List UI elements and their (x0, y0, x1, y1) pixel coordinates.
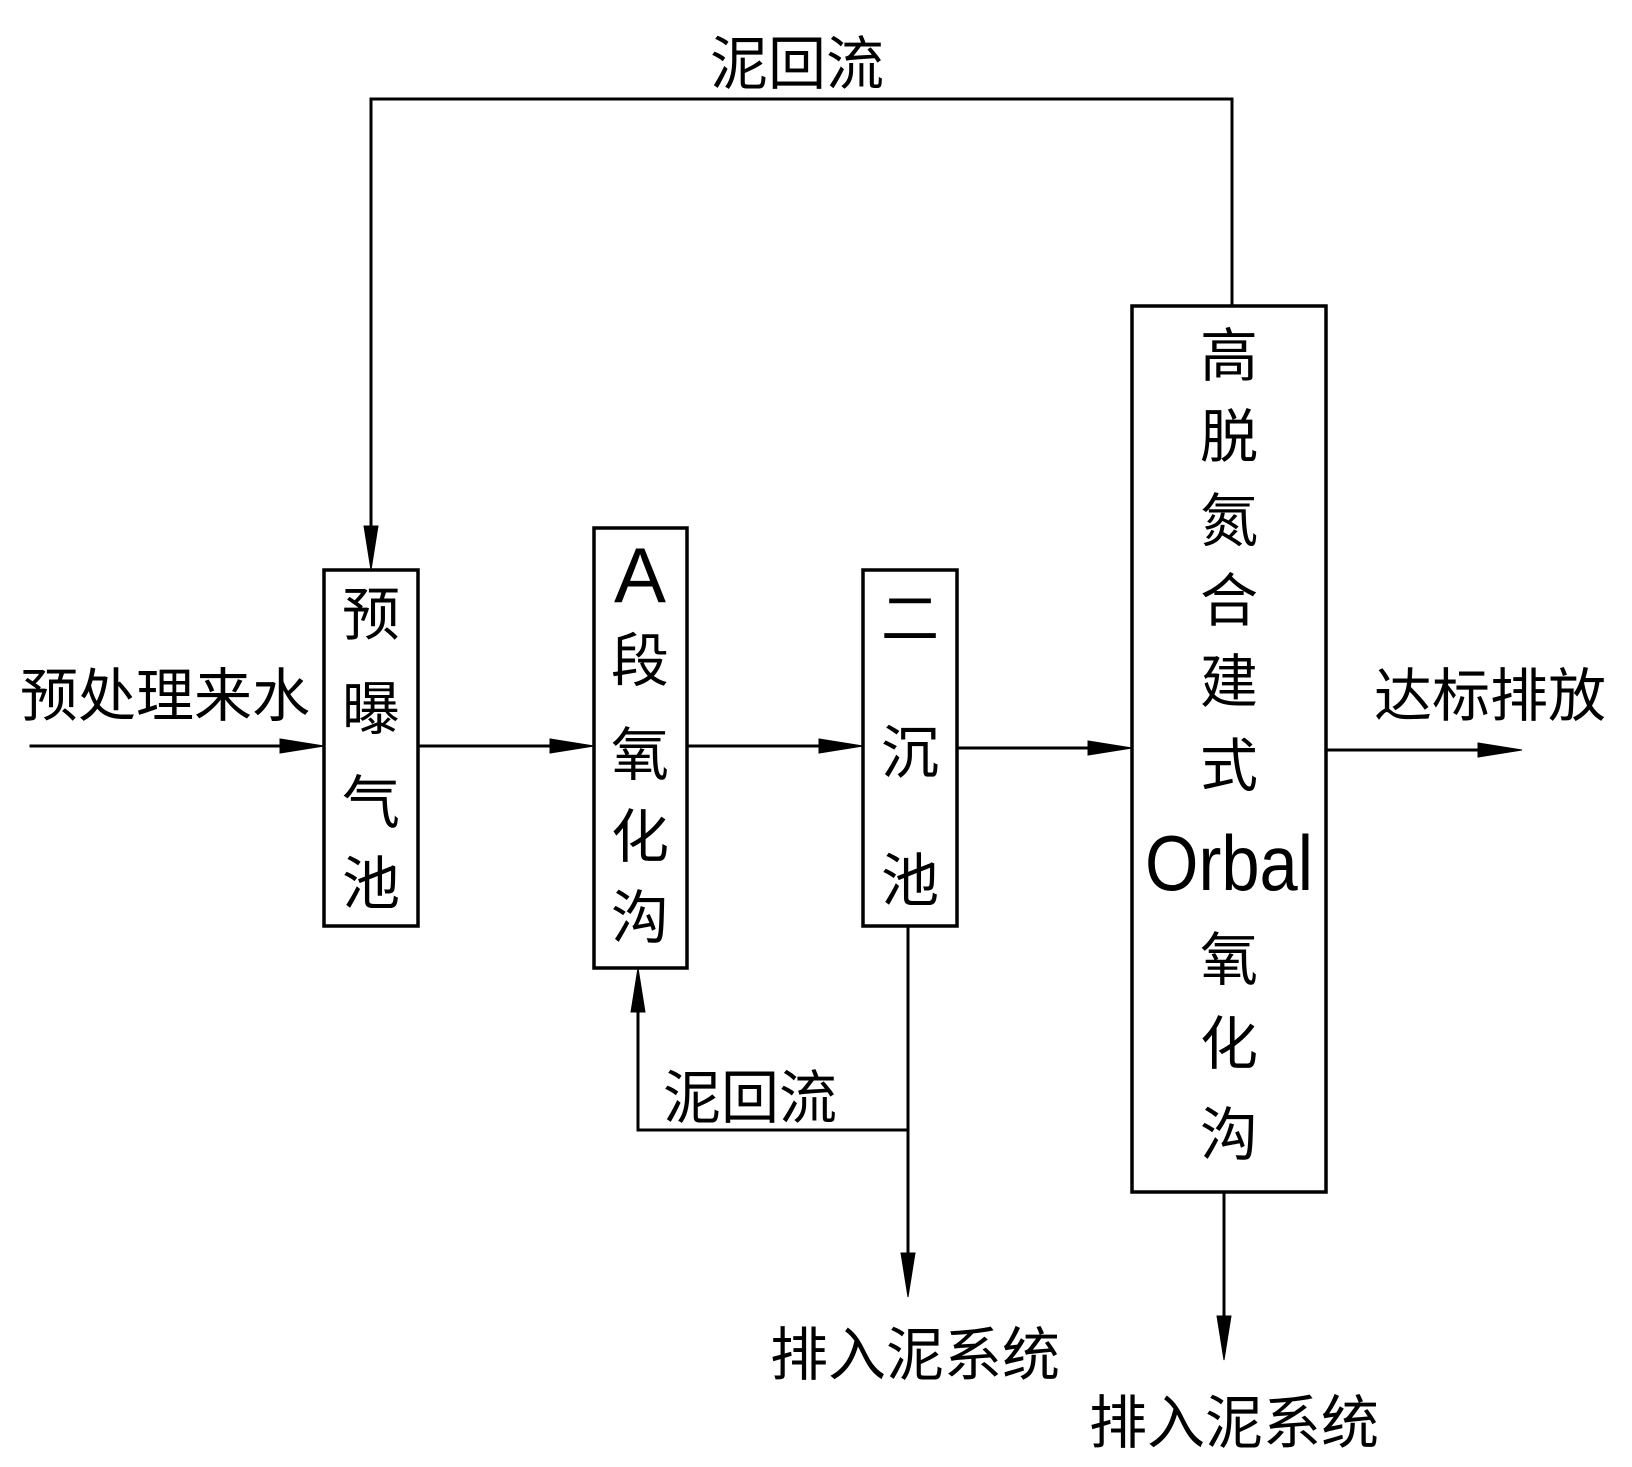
orbal-oxidation-ditch-char: 氮 (1200, 487, 1258, 555)
top-sludge-return-line (369, 97, 1234, 530)
pre-aeration-tank: 预 曝 气 池 (322, 568, 420, 928)
orbal-oxidation-ditch-char: 氧 (1200, 926, 1258, 994)
pre-aeration-tank-box (322, 568, 420, 928)
secondary-clarifier-box (861, 568, 959, 928)
secondary-clarifier: 二 沉 池 (861, 568, 959, 928)
clarifier-sludge-discharge-arrowhead (900, 1252, 916, 1298)
top-sludge-return-label: 泥回流 (710, 30, 884, 98)
pre-aeration-tank-char: 曝 (342, 675, 400, 743)
orbal-oxidation-ditch-char: 合 (1200, 567, 1258, 635)
orbal-oxidation-ditch-box (1130, 304, 1328, 1194)
pre-aeration-tank-char: 预 (342, 581, 400, 649)
orbal-oxidation-ditch-char: 式 (1200, 732, 1258, 800)
secondary-clarifier-char: 二 (881, 585, 939, 653)
a-stage-to-clarifier-arrowhead (818, 738, 864, 754)
orbal-oxidation-ditch-orbal-word: Orbal (1145, 819, 1313, 907)
orbal-oxidation-ditch: 高 脱 氮 合 建 式 Orbal 氧 化 沟 (1130, 304, 1328, 1194)
effluent-label: 达标排放 (1374, 662, 1606, 730)
influent-arrowhead (279, 738, 325, 754)
pre-aeration-tank-char: 气 (342, 769, 400, 837)
clarifier-sludge-discharge-label: 排入泥系统 (770, 1321, 1060, 1389)
a-stage-oxidation-ditch-char: 段 (611, 627, 669, 695)
orbal-oxidation-ditch-char: 脱 (1200, 403, 1258, 471)
bottom-sludge-return-label: 泥回流 (663, 1064, 837, 1132)
top-sludge-return-arrowhead (363, 525, 379, 571)
orbal-oxidation-ditch-char: 化 (1200, 1010, 1258, 1078)
clarifier-to-orbal-arrowhead (1087, 740, 1133, 756)
orbal-sludge-discharge-arrowhead (1216, 1315, 1232, 1361)
a-stage-oxidation-ditch-char: 沟 (611, 884, 669, 952)
orbal-oxidation-ditch-char: 沟 (1200, 1101, 1258, 1169)
secondary-clarifier-char: 池 (881, 847, 939, 915)
bottom-sludge-return-arrowhead (630, 967, 646, 1013)
bottom-sludge-return-line (636, 1008, 910, 1132)
orbal-oxidation-ditch-char: 建 (1200, 648, 1258, 716)
influent-label: 预处理来水 (20, 662, 310, 730)
effluent-arrowhead (1477, 742, 1523, 758)
a-stage-oxidation-ditch-box (592, 526, 689, 970)
orbal-oxidation-ditch-char: 高 (1200, 322, 1258, 390)
a-stage-oxidation-ditch-char: A (614, 531, 666, 619)
a-stage-oxidation-ditch-char: 化 (611, 803, 669, 871)
a-stage-oxidation-ditch-char: 氧 (611, 721, 669, 789)
pre-aeration-tank-char: 池 (342, 850, 400, 918)
a-stage-oxidation-ditch: A 段 氧 化 沟 (592, 526, 689, 970)
secondary-clarifier-char: 沉 (881, 719, 939, 787)
orbal-sludge-discharge-label: 排入泥系统 (1089, 1389, 1379, 1457)
pre-aeration-to-a-stage-arrowhead (549, 738, 595, 754)
